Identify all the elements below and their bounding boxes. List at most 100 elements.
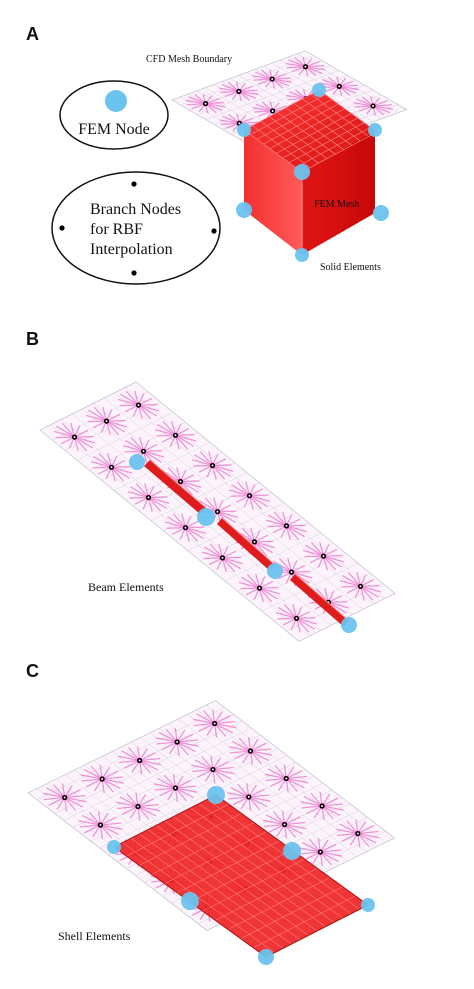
branch-node-center bbox=[247, 796, 250, 798]
cfd-connection-line bbox=[249, 495, 271, 503]
cfd-connection-line bbox=[284, 823, 307, 830]
cfd-connection-line bbox=[232, 796, 250, 806]
cfd-connection-line bbox=[118, 759, 140, 764]
beam-highlight bbox=[294, 573, 350, 622]
cfd-connection-line bbox=[177, 741, 199, 747]
mesh-grid-line bbox=[36, 707, 225, 801]
cfd-connection-line bbox=[191, 459, 213, 467]
cfd-connection-line bbox=[373, 104, 392, 107]
cfd-connection-line bbox=[175, 779, 192, 789]
fem-grid-line bbox=[295, 127, 371, 168]
cfd-connection-line bbox=[74, 436, 96, 444]
cfd-connection-line bbox=[230, 786, 250, 798]
mesh-grid-line bbox=[89, 422, 186, 471]
cfd-connection-line bbox=[193, 464, 213, 467]
solid-top-face bbox=[244, 90, 375, 172]
cfd-connection-line bbox=[308, 838, 321, 853]
fem-node bbox=[368, 123, 382, 137]
fem-node bbox=[236, 202, 252, 218]
beam-highlight bbox=[149, 459, 207, 509]
mesh-grid-line bbox=[63, 727, 252, 821]
cfd-connection-line bbox=[239, 121, 259, 124]
cfd-connection-line bbox=[194, 454, 213, 467]
fem-grid-line bbox=[302, 98, 361, 142]
cfd-connection-line bbox=[139, 759, 162, 766]
cfd-connection-line bbox=[268, 514, 287, 527]
cfd-connection-line bbox=[56, 425, 75, 438]
cfd-connection-line bbox=[220, 90, 239, 94]
cfd-connection-line bbox=[249, 494, 269, 497]
cfd-connection-line bbox=[357, 825, 374, 835]
mesh-grid-line bbox=[212, 522, 309, 572]
panel-a: A CFD Mesh Boundary FEM Mesh Solid Eleme… bbox=[26, 24, 408, 285]
cfd-connection-line bbox=[320, 849, 342, 853]
cfd-connection-line bbox=[214, 720, 236, 725]
cfd-connection-line bbox=[92, 466, 112, 469]
cfd-connection-line bbox=[64, 789, 81, 799]
cfd-connection-line bbox=[268, 823, 285, 833]
cfd-connection-line bbox=[157, 423, 176, 436]
cfd-connection-line bbox=[253, 78, 273, 81]
cfd-connection-line bbox=[119, 796, 139, 808]
cfd-connection-line bbox=[139, 760, 152, 774]
cfd-connection-line bbox=[254, 541, 268, 557]
cfd-connection-line bbox=[53, 430, 75, 438]
mesh-grid-line bbox=[138, 462, 235, 511]
branch-node-center bbox=[253, 540, 256, 543]
cfd-connection-line bbox=[286, 525, 305, 538]
cfd-connection-line bbox=[156, 741, 178, 745]
branch-node-center bbox=[174, 434, 177, 437]
cfd-connection-line bbox=[125, 439, 144, 452]
fem-grid-line bbox=[260, 120, 319, 164]
cfd-connection-line bbox=[328, 601, 348, 603]
cfd-connection-line bbox=[117, 755, 140, 762]
cfd-connection-line bbox=[320, 843, 337, 853]
cfd-connection-line bbox=[248, 796, 261, 811]
cfd-connection-line bbox=[192, 718, 215, 725]
cfd-connection-line bbox=[74, 436, 88, 452]
cfd-connection-line bbox=[306, 805, 323, 815]
cfd-connection-line bbox=[296, 617, 315, 630]
cfd-connection-line bbox=[291, 571, 310, 584]
legend-fem-node: FEM Node bbox=[59, 80, 169, 150]
cfd-connection-line bbox=[237, 783, 250, 798]
cfd-connection-line bbox=[125, 390, 139, 406]
cfd-fan-cluster bbox=[117, 390, 160, 420]
cfd-connection-line bbox=[156, 434, 176, 437]
cfd-connection-line bbox=[273, 560, 292, 573]
cfd-connection-line bbox=[74, 435, 94, 438]
cfd-connection-line bbox=[130, 486, 149, 499]
cfd-connection-line bbox=[354, 105, 374, 108]
fem-grid-line bbox=[243, 89, 320, 131]
cfd-connection-line bbox=[248, 788, 265, 798]
branch-node-center bbox=[237, 90, 240, 93]
cfd-connection-line bbox=[305, 544, 324, 557]
branch-node-center bbox=[110, 466, 113, 469]
cfd-connection-line bbox=[86, 778, 103, 788]
branch-node-center bbox=[285, 777, 288, 780]
cfd-connection-line bbox=[319, 82, 340, 87]
cfd-connection-line bbox=[78, 820, 101, 826]
cfd-connection-line bbox=[254, 541, 276, 549]
cfd-connection-line bbox=[42, 792, 65, 799]
cfd-connection-line bbox=[137, 806, 150, 820]
branch-node-center bbox=[147, 496, 150, 499]
cfd-connection-line bbox=[222, 557, 244, 565]
cfd-connection-line bbox=[240, 587, 260, 590]
cfd-connection-line bbox=[176, 741, 196, 753]
branch-node-center bbox=[105, 420, 108, 423]
branch-node-center bbox=[258, 587, 261, 590]
cfd-connection-line bbox=[288, 59, 306, 68]
branch-node-center bbox=[238, 122, 241, 125]
mesh-grid-line bbox=[27, 700, 216, 794]
cfd-connection-line bbox=[250, 742, 267, 752]
cfd-connection-line bbox=[222, 115, 240, 124]
cfd-connection-line bbox=[175, 434, 195, 436]
mesh-grid-line bbox=[113, 442, 211, 491]
fem-grid-line bbox=[243, 129, 303, 173]
cfd-connection-line bbox=[218, 87, 239, 92]
cfd-connection-line bbox=[100, 822, 122, 826]
cfd-connection-line bbox=[248, 794, 270, 798]
cfd-connection-line bbox=[238, 90, 259, 96]
